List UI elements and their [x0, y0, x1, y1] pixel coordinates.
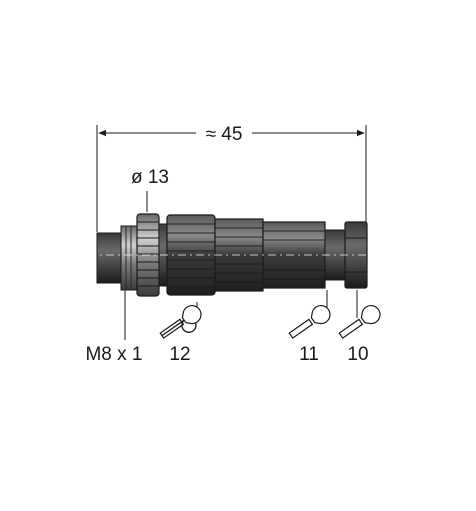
wrench-icon: [159, 305, 202, 339]
wrench-size-label: 10: [347, 344, 368, 365]
wrench-size-label: 12: [169, 344, 190, 365]
thread-stub: [96, 232, 124, 284]
wrench-size-11: 11: [288, 290, 331, 365]
wrench-size-12: 12: [159, 302, 202, 365]
thread-label: M8 x 1: [85, 344, 142, 365]
diameter-dimension: ø 13: [131, 167, 169, 212]
overall-length-dimension: ≈ 45: [96, 122, 367, 232]
overall-length-label: ≈ 45: [206, 124, 243, 145]
wrench-icon: [338, 305, 381, 339]
diameter-label: ø 13: [131, 167, 169, 188]
wrench-size-label: 11: [299, 344, 319, 365]
metal-neck: [120, 225, 138, 291]
wrench-icon: [288, 305, 331, 339]
wrench-size-10: 10: [338, 290, 381, 365]
thread-dimension: M8 x 1: [85, 290, 143, 365]
connector-body: [88, 213, 372, 297]
